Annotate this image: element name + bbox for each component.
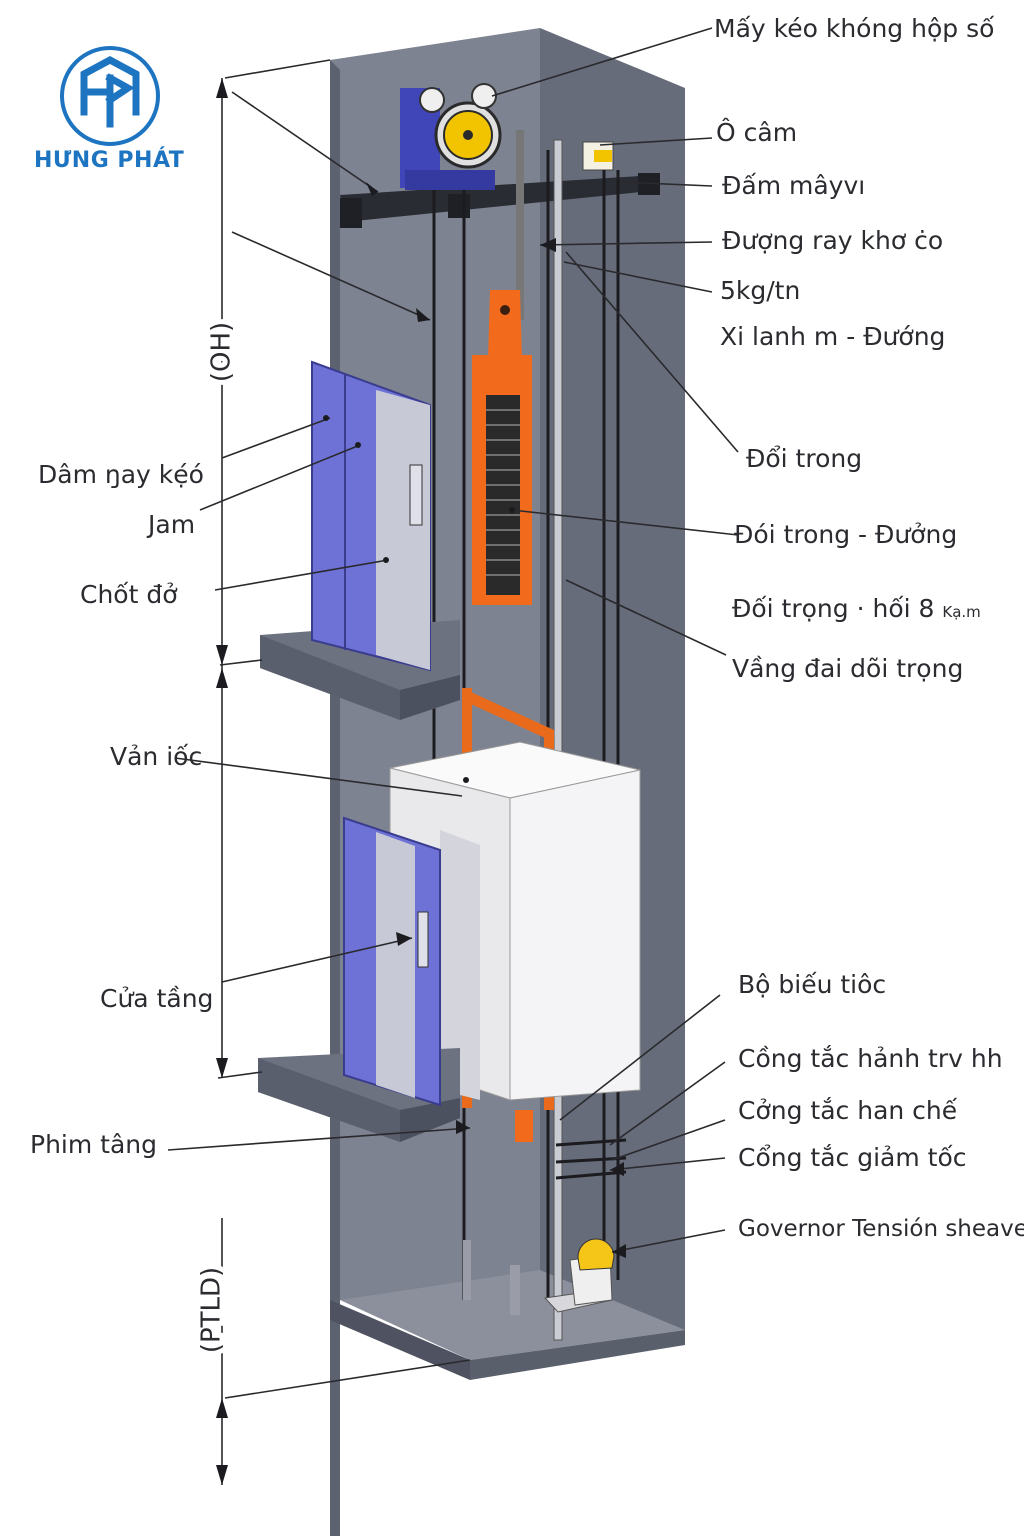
- governor-sheave: [577, 1238, 615, 1271]
- pit-side: [470, 1330, 685, 1380]
- guide-rail: [553, 139, 563, 1341]
- label-counterweight-8-unit: Kạ.m: [942, 603, 981, 621]
- label-cw-belt: Vầng đai dõi trọng: [732, 654, 964, 683]
- leader-lines: [167, 27, 739, 1253]
- label-traction-beam: Dâm ŋay kẹ́ó: [38, 460, 204, 489]
- label-machine-beam: Đấm mâyvı: [722, 171, 866, 200]
- dimension-arrowheads: [216, 78, 228, 1485]
- label-limit-switch: Cởng tắc han chế: [738, 1096, 958, 1125]
- label-floor-door: Cửa tầng: [100, 984, 214, 1013]
- label-pin: Chốt đở: [80, 580, 178, 609]
- leader-arrowheads: [366, 182, 626, 1258]
- label-slow-switch: Cổng tắc giảm tốc: [738, 1143, 967, 1172]
- label-counterweight-8-text: Đối trọng · hối 8: [732, 594, 935, 623]
- pit-front: [330, 1300, 470, 1380]
- label-floor-plate: Vản iốc: [110, 742, 203, 771]
- machine-beam: [340, 175, 660, 222]
- hung-phat-logo: [60, 46, 160, 146]
- overhead-label: (OH): [207, 322, 237, 382]
- label-floor-sill: Phim tâng: [30, 1130, 158, 1159]
- label-counterweight-8: Đối trọng · hối 8 Kạ.m: [732, 594, 981, 627]
- label-governor: Governor Tensión sheave: [738, 1216, 1024, 1242]
- label-jam: Jam: [148, 510, 196, 539]
- pit-label: (PTLD): [197, 1267, 227, 1353]
- label-cylinder: Xi lanh m - Đướng: [720, 322, 946, 351]
- label-travel-switch: Cồng tắc hảnh trv hh: [738, 1044, 1003, 1073]
- label-lock: Ô câm: [716, 118, 798, 147]
- label-counterweight: Đổi trong: [746, 444, 863, 473]
- dimension-lines: [217, 59, 471, 1485]
- logo-circle: [60, 46, 160, 146]
- label-counterweight-rail: Đói trong - Đưởng: [734, 520, 958, 549]
- label-machine: Mấy kéo khóng hộp số: [714, 14, 995, 43]
- label-speed-gauge: Bộ biếu tiôc: [738, 970, 887, 999]
- cabin-side: [509, 769, 641, 1101]
- label-rail-dry: Đượng ray khơ ċo: [722, 226, 944, 255]
- brand-name: HƯNG PHÁT: [34, 148, 185, 173]
- label-weight-5kg: 5kg/tn: [720, 276, 801, 305]
